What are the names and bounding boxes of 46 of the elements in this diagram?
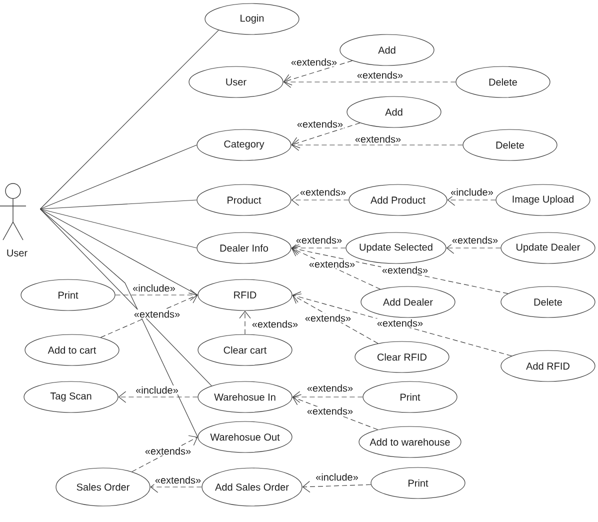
- association-line: [40, 200, 197, 210]
- dashed-arrow: [292, 391, 363, 403]
- dashed-arrow: [239, 310, 251, 334]
- dashed-arrow: [302, 480, 372, 493]
- dashed-arrow: [291, 122, 360, 148]
- association-line: [40, 208, 212, 386]
- edge-label: «extends»: [306, 406, 354, 416]
- actor-label: User: [7, 250, 28, 256]
- association-line: [40, 208, 197, 248]
- edge-label: «extends»: [251, 320, 299, 328]
- dashed-arrow: [283, 76, 456, 88]
- edge-label: «include»: [132, 284, 176, 292]
- dashed-arrow: [291, 194, 349, 206]
- edge-label: «extends»: [376, 318, 424, 328]
- dashed-arrow: [283, 60, 353, 86]
- dashed-arrow: [446, 242, 501, 254]
- dashed-arrow: [118, 391, 198, 403]
- association-line: [40, 30, 219, 210]
- association-line: [40, 144, 197, 210]
- edge-label: «extends»: [133, 310, 181, 318]
- dashed-arrow: [447, 194, 496, 206]
- edge-label: «extends»: [306, 384, 354, 392]
- association-line: [40, 208, 198, 296]
- edge-label: «extends»: [381, 266, 429, 274]
- dashed-arrow: [292, 294, 378, 344]
- edge-label: «extends»: [354, 134, 402, 144]
- edge-label: «extends»: [299, 188, 347, 196]
- edge-label: «extends»: [308, 260, 356, 268]
- edge-label: «extends»: [296, 120, 344, 128]
- edge-label: «extends»: [144, 446, 192, 456]
- edge-label: «include»: [134, 386, 180, 394]
- association-line: [40, 208, 198, 438]
- edge-label: «extends»: [154, 476, 202, 484]
- dashed-arrow: [115, 289, 198, 301]
- edge-label: «extends»: [304, 314, 352, 322]
- dashed-arrow: [100, 292, 198, 338]
- dashed-arrow: [291, 242, 346, 254]
- edge-label: «include»: [450, 188, 494, 196]
- edge-label: «extends»: [356, 70, 404, 80]
- edge-label: «extends»: [451, 236, 499, 244]
- edge-label: «extends»: [290, 58, 338, 66]
- edge-label: «include»: [314, 472, 360, 482]
- dashed-arrow: [150, 481, 202, 493]
- dashed-arrow: [292, 291, 512, 356]
- dashed-arrow: [291, 139, 463, 151]
- edge-label: «extends»: [295, 236, 343, 244]
